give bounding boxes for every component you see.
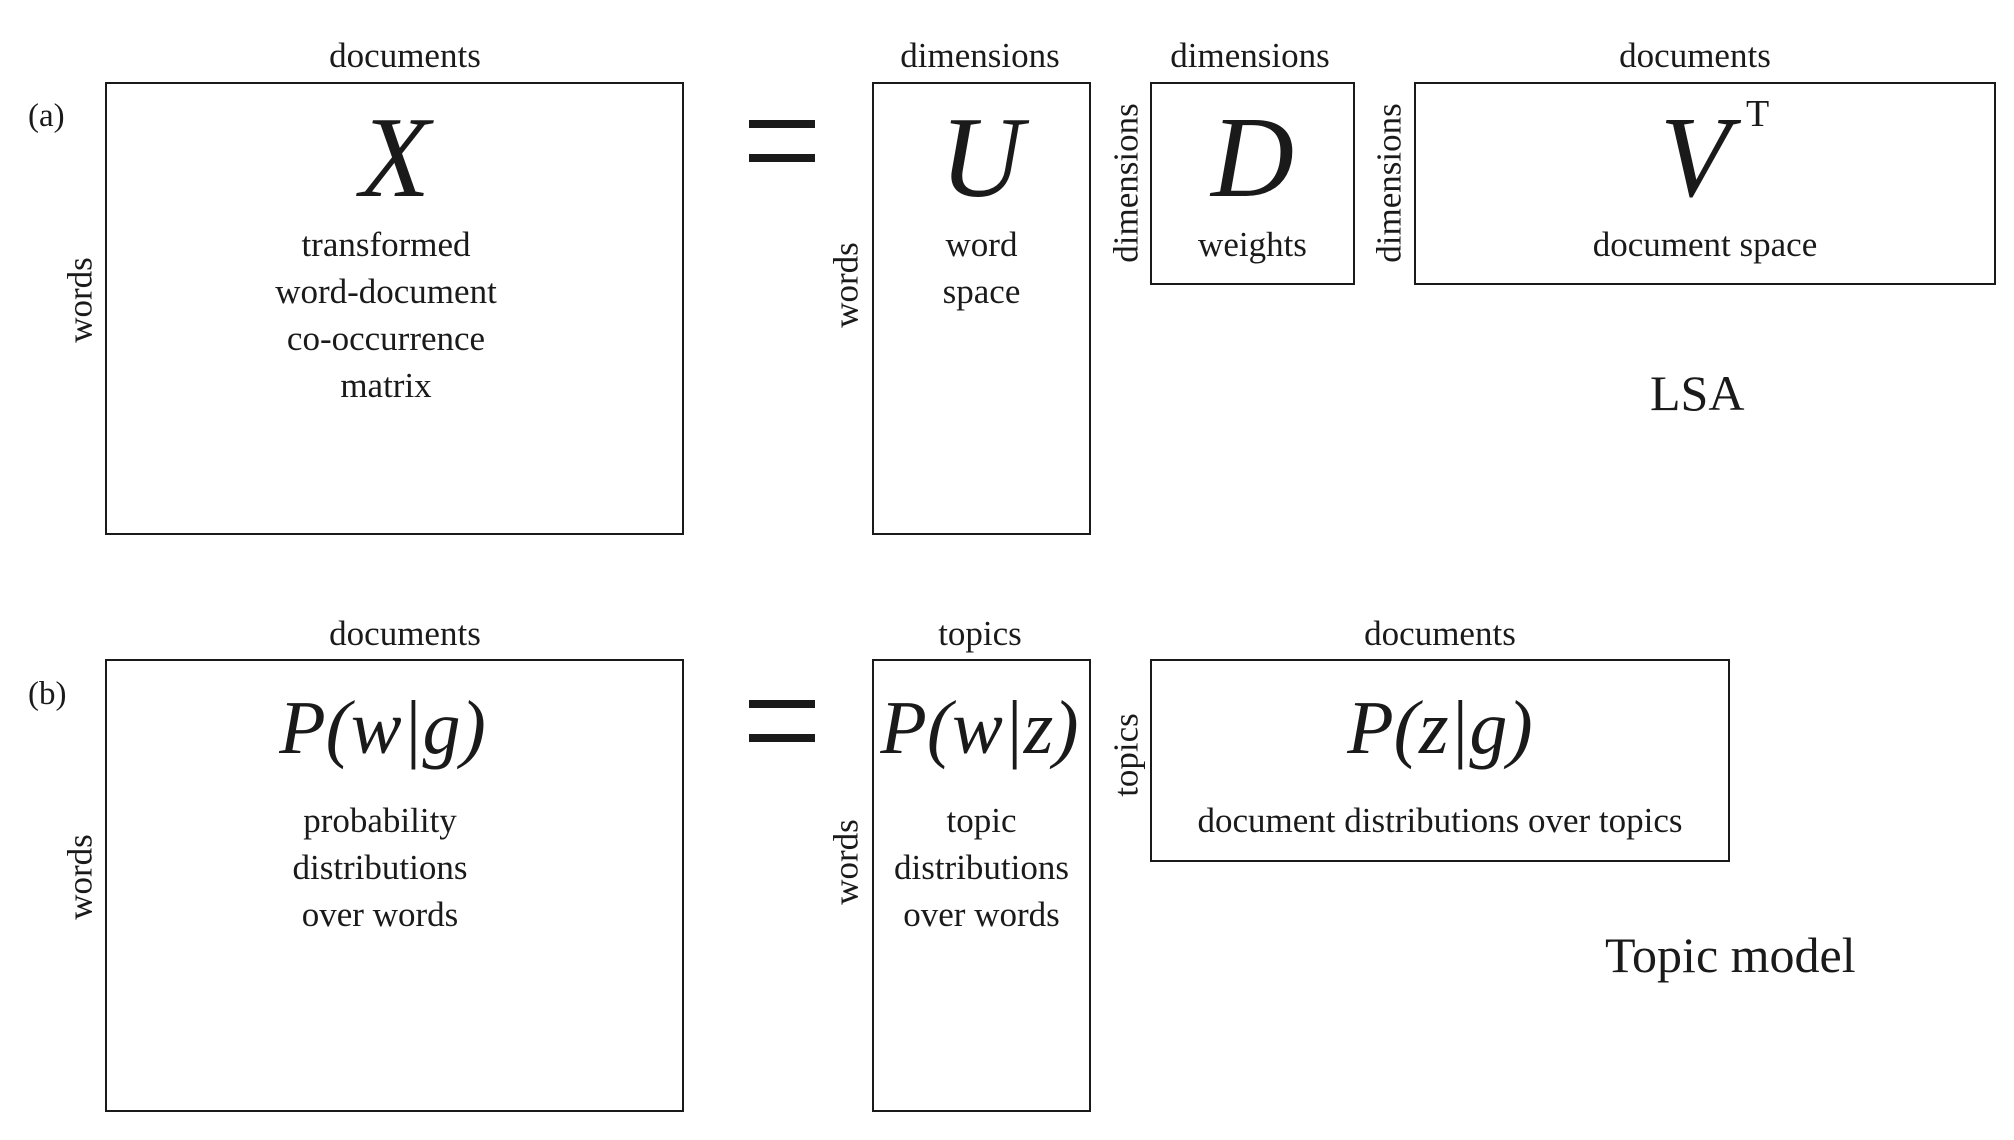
equals-sign-a bbox=[749, 120, 815, 162]
transpose-superscript: T bbox=[1746, 93, 1770, 135]
pwg-matrix-box bbox=[105, 659, 684, 1112]
pwz-matrix-side-label: words bbox=[826, 819, 866, 905]
u-matrix-top-label: dimensions bbox=[900, 36, 1060, 75]
x-matrix-symbol: X bbox=[359, 94, 431, 221]
v-matrix-box bbox=[1414, 82, 1996, 285]
d-matrix-box bbox=[1150, 82, 1355, 285]
panel-label-b: (b) bbox=[28, 676, 67, 712]
x-matrix-side-label: words bbox=[60, 257, 100, 343]
pzg-matrix-box bbox=[1150, 659, 1730, 862]
d-matrix-description: weights bbox=[1198, 225, 1307, 264]
equals-sign-b bbox=[749, 700, 815, 742]
pwg-matrix-description: probability distributions over words bbox=[292, 801, 468, 934]
pwz-matrix-top-label: topics bbox=[938, 614, 1022, 653]
caption-topic-model: Topic model bbox=[1605, 927, 1856, 983]
d-matrix-side-label: dimensions bbox=[1106, 103, 1146, 263]
pzg-matrix-side-label: topics bbox=[1106, 713, 1146, 797]
pzg-matrix-symbol: P(z|g) bbox=[1347, 686, 1533, 770]
u-matrix-symbol: U bbox=[939, 94, 1024, 221]
v-matrix-description: document space bbox=[1592, 225, 1818, 264]
pwg-matrix-side-label: words bbox=[60, 834, 100, 920]
caption-lsa: LSA bbox=[1650, 365, 1745, 421]
pwz-matrix-symbol: P(w|z) bbox=[880, 686, 1079, 770]
d-matrix-top-label: dimensions bbox=[1170, 36, 1330, 75]
u-matrix-box bbox=[872, 82, 1091, 535]
x-matrix-top-label: documents bbox=[329, 36, 481, 75]
pwg-matrix-symbol: P(w|g) bbox=[279, 686, 486, 770]
pwz-matrix-box bbox=[872, 659, 1091, 1112]
x-matrix-description: transformed word-document co-occurrence … bbox=[275, 225, 497, 405]
x-matrix-box bbox=[105, 82, 684, 535]
v-matrix-symbol: V T bbox=[1659, 93, 1770, 221]
panel-label-a: (a) bbox=[28, 98, 65, 134]
v-matrix-side-label: dimensions bbox=[1369, 103, 1409, 263]
pzg-matrix-top-label: documents bbox=[1364, 614, 1516, 653]
u-matrix-description: word space bbox=[942, 225, 1021, 311]
pzg-matrix-description: document distributions over topics bbox=[1197, 801, 1683, 840]
u-matrix-side-label: words bbox=[826, 242, 866, 328]
v-matrix-top-label: documents bbox=[1619, 36, 1771, 75]
pwg-matrix-top-label: documents bbox=[329, 614, 481, 653]
d-matrix-symbol: D bbox=[1210, 94, 1295, 221]
pwz-matrix-description: topic distributions over words bbox=[893, 801, 1070, 934]
